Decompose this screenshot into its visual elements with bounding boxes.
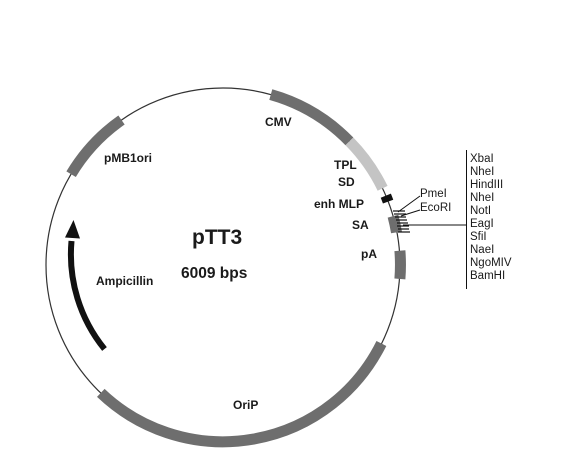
site-label: EagI	[470, 218, 494, 230]
pa-arc	[394, 250, 406, 280]
site-label: EcoRI	[420, 202, 451, 214]
site-label: HindIII	[470, 179, 503, 191]
site-label: SfiI	[470, 231, 487, 243]
label-enh-mlp: enh MLP	[314, 197, 364, 211]
label-tpl: TPL	[334, 158, 357, 172]
cmv-light-arc	[345, 137, 388, 191]
label-sa: SA	[352, 218, 369, 232]
ampicillin-arrow	[67, 240, 107, 351]
site-label: NheI	[470, 166, 494, 178]
ampicillin-arrowhead	[65, 220, 80, 239]
cmv-promoter-arc	[269, 89, 354, 146]
leader-line-ecori	[400, 209, 421, 217]
site-label: NaeI	[470, 244, 494, 256]
sd-enh-mlp-arc	[387, 214, 402, 234]
site-label: NotI	[470, 205, 491, 217]
label-cmv: CMV	[265, 115, 292, 129]
label-ampicillin: Ampicillin	[96, 274, 153, 288]
site-label: PmeI	[420, 188, 447, 200]
plasmid-name: pTT3	[192, 226, 242, 249]
label-orip: OriP	[233, 398, 258, 412]
leader-line-pmei	[397, 195, 421, 213]
pmb1ori-arc	[66, 115, 125, 178]
site-label: BamHI	[470, 270, 505, 282]
site-label: XbaI	[470, 153, 494, 165]
tpl-marker	[380, 193, 394, 204]
label-pmb1ori: pMB1ori	[104, 151, 152, 165]
orip-arc	[97, 341, 387, 448]
site-label: NheI	[470, 192, 494, 204]
plasmid-size: 6009 bps	[181, 265, 247, 282]
label-pa: pA	[361, 247, 377, 261]
site-label: NgoMIV	[470, 257, 512, 269]
restriction-site-box	[466, 150, 467, 289]
label-sd: SD	[338, 175, 355, 189]
